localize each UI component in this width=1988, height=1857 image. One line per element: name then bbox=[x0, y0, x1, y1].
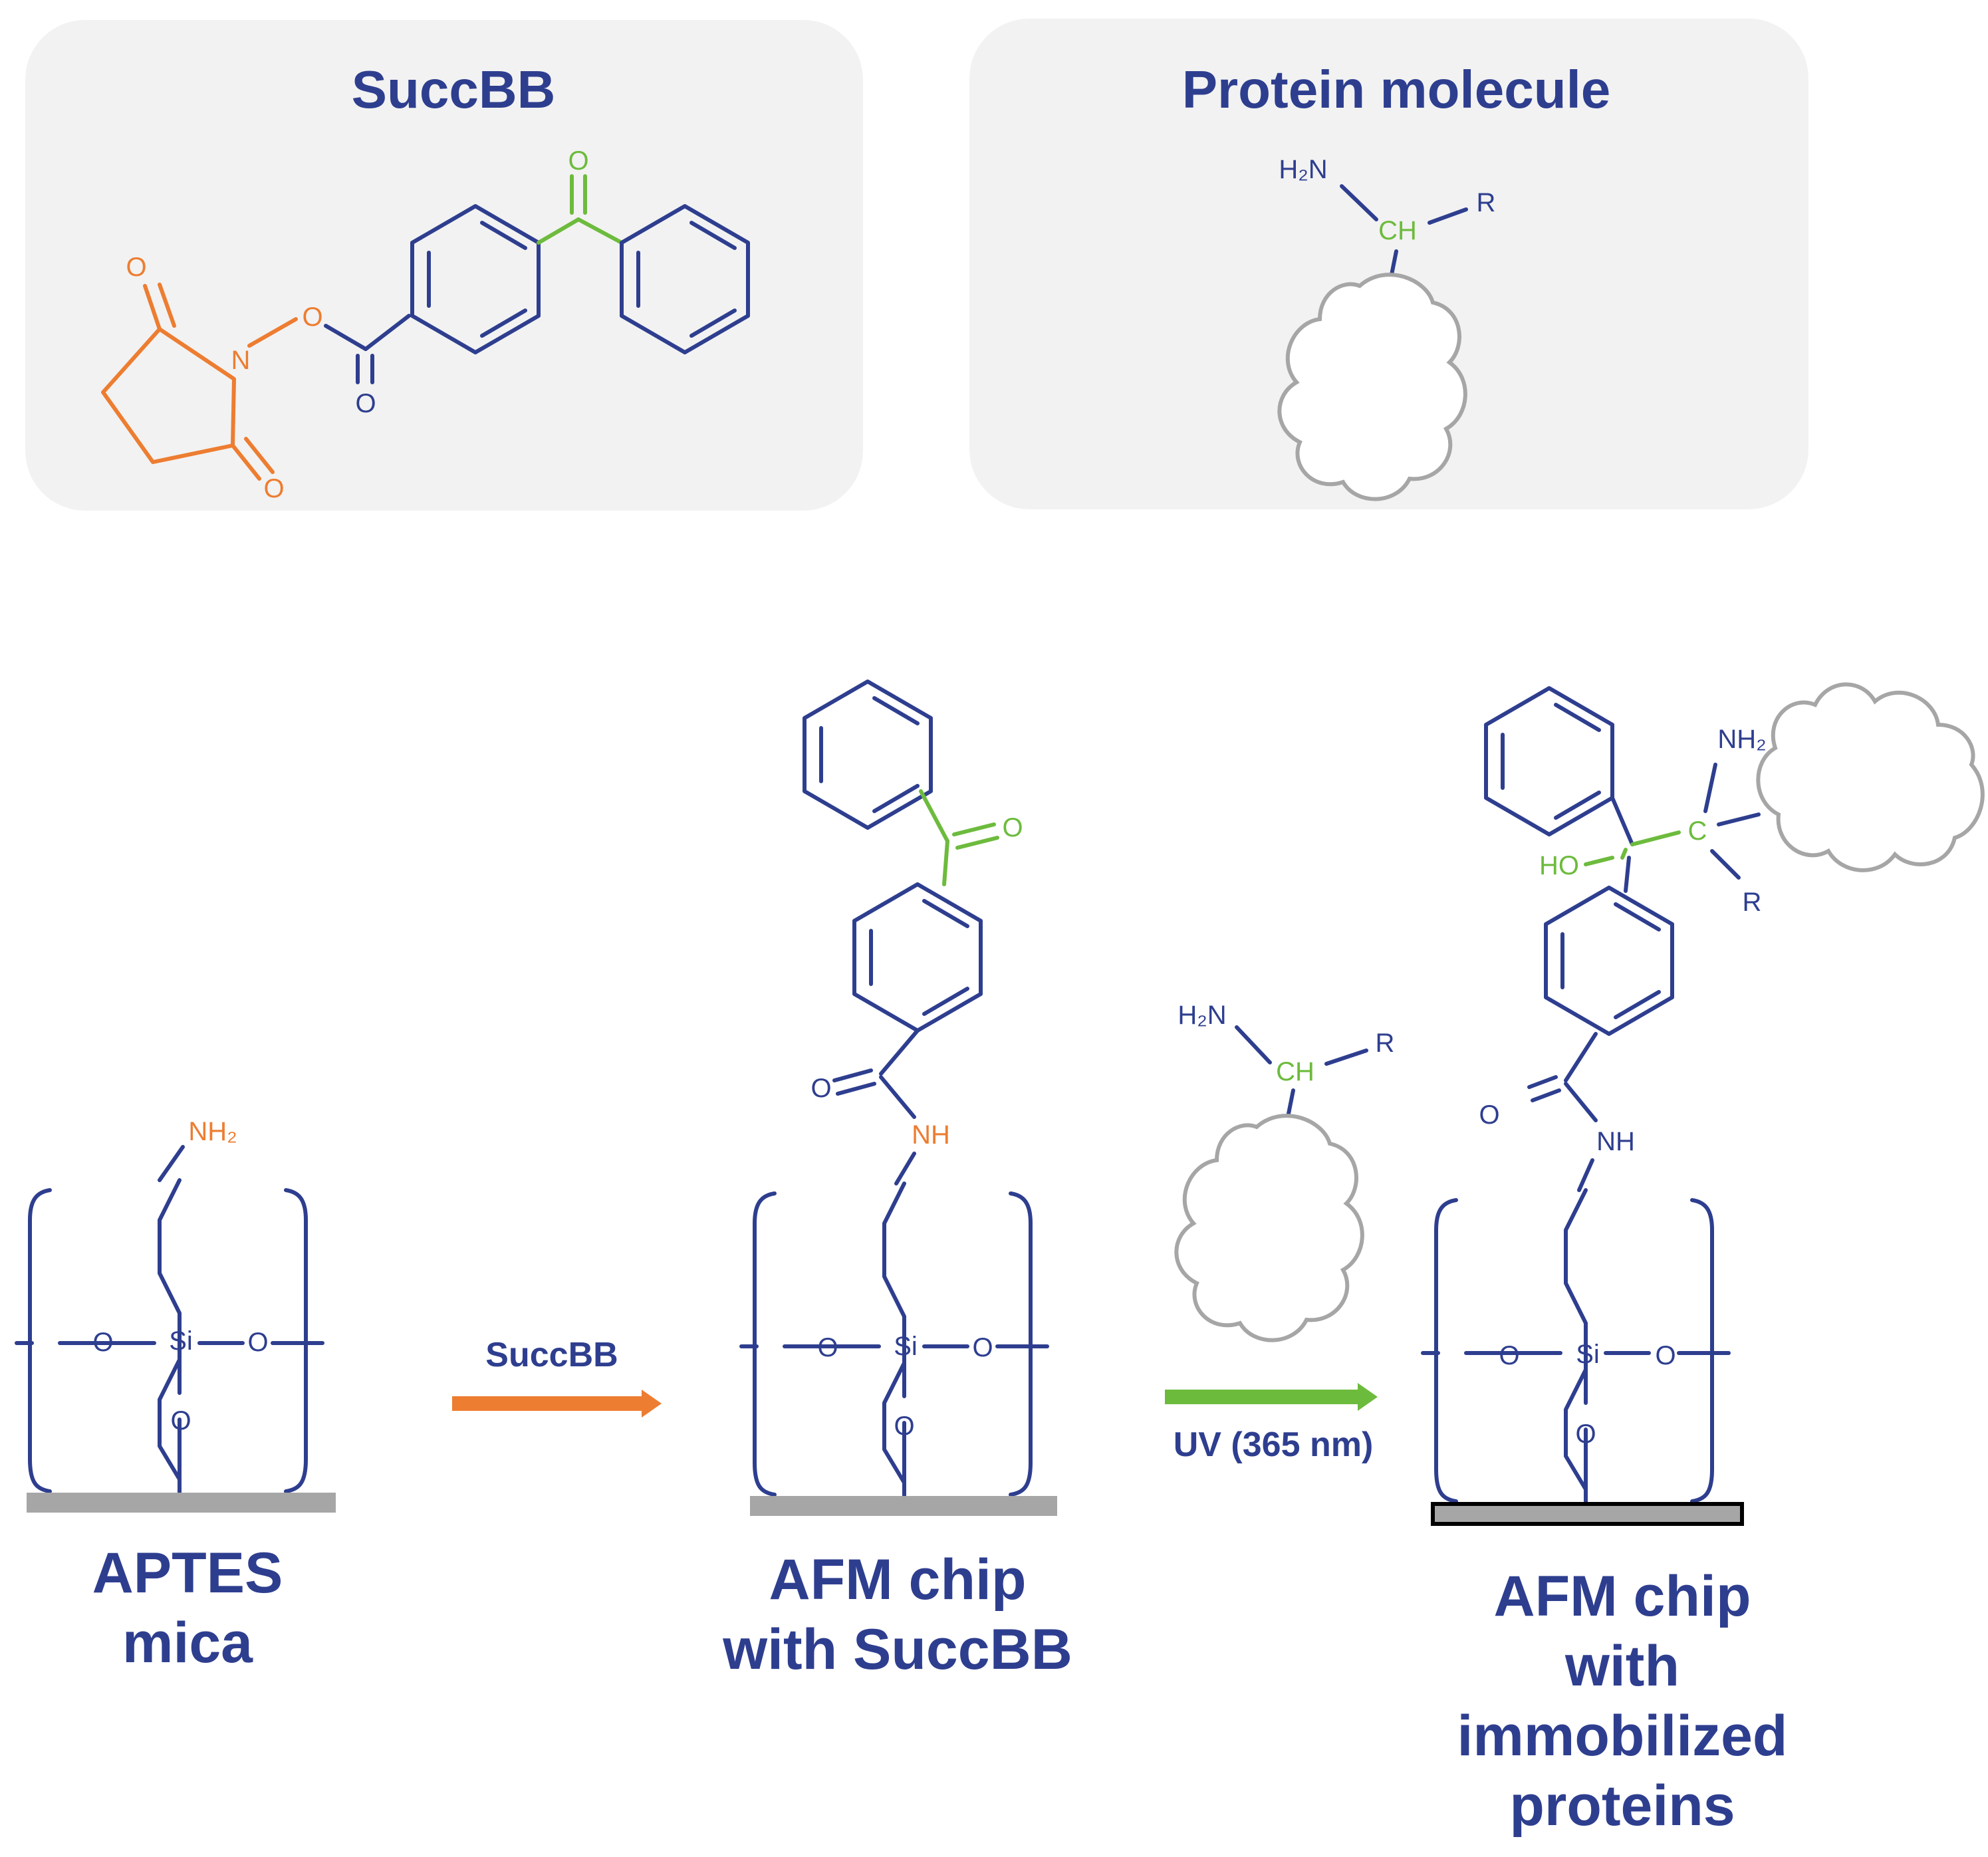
atom-o: O bbox=[894, 1412, 914, 1441]
mica-substrate bbox=[27, 1493, 336, 1513]
atom-o: O bbox=[1002, 813, 1023, 842]
aptes-mica-structure: NH₂ O Si O O bbox=[17, 1117, 336, 1513]
atom-h2n: H₂N bbox=[1279, 155, 1327, 184]
atom-nh: NH bbox=[1596, 1127, 1635, 1156]
atom-ch: CH bbox=[1276, 1057, 1314, 1086]
arrow2-label: UV (365 nm) bbox=[1174, 1425, 1374, 1464]
atom-r: R bbox=[1477, 188, 1496, 217]
atom-nh: NH bbox=[912, 1120, 950, 1150]
step2-label-line2: with SuccBB bbox=[722, 1618, 1072, 1681]
protein-structure: H₂N CH R bbox=[1279, 155, 1495, 499]
atom-c: C bbox=[1688, 816, 1707, 846]
atom-o: O bbox=[1499, 1341, 1519, 1370]
atom-o: O bbox=[972, 1333, 993, 1362]
atom-n: N bbox=[231, 346, 251, 375]
panel-protein bbox=[969, 19, 1808, 509]
step1-label-line1: APTES bbox=[92, 1541, 283, 1605]
atom-nh2: NH₂ bbox=[1717, 725, 1766, 754]
atom-o: O bbox=[170, 1406, 191, 1435]
arrow1-label: SuccBB bbox=[485, 1336, 618, 1374]
atom-si: Si bbox=[894, 1332, 918, 1361]
atom-ho: HO bbox=[1539, 851, 1579, 880]
atom-o: O bbox=[810, 1074, 831, 1103]
arrow-succbb bbox=[452, 1390, 662, 1418]
chip-substrate bbox=[750, 1496, 1057, 1516]
atom-o: O bbox=[568, 146, 588, 176]
step3-label-line2: with bbox=[1564, 1634, 1679, 1698]
atom-o: O bbox=[247, 1328, 268, 1357]
atom-o: O bbox=[1655, 1341, 1676, 1370]
step2-label-line1: AFM chip bbox=[769, 1548, 1027, 1612]
atom-si: Si bbox=[1576, 1340, 1600, 1369]
atom-o: O bbox=[817, 1333, 838, 1362]
step1-label-line2: mica bbox=[122, 1611, 253, 1675]
atom-o: O bbox=[1479, 1100, 1499, 1130]
panel-protein-title: Protein molecule bbox=[1182, 60, 1611, 119]
atom-o: O bbox=[92, 1328, 113, 1357]
atom-si: Si bbox=[169, 1326, 193, 1356]
chip-substrate bbox=[1431, 1502, 1744, 1526]
atom-r: R bbox=[1376, 1029, 1395, 1058]
atom-h2n: H₂N bbox=[1178, 1001, 1226, 1030]
atom-r: R bbox=[1743, 888, 1762, 917]
atom-nh2: NH₂ bbox=[188, 1117, 237, 1146]
succbb-structure: O N O O O O bbox=[101, 146, 748, 503]
atom-o: O bbox=[126, 253, 146, 282]
protein-reagent: H₂N CH R bbox=[1176, 1001, 1394, 1340]
atom-o: O bbox=[1575, 1420, 1596, 1449]
step3-label-line4: proteins bbox=[1509, 1774, 1735, 1838]
panel-succbb-title: SuccBB bbox=[352, 60, 556, 119]
atom-o: O bbox=[355, 389, 376, 418]
afm-protein-structure: C HO NH₂ R O NH O Si O O bbox=[1423, 684, 1983, 1526]
arrow-uv bbox=[1165, 1383, 1378, 1411]
step3-label-line3: immobilized bbox=[1457, 1704, 1788, 1768]
atom-ch: CH bbox=[1378, 216, 1417, 245]
atom-o: O bbox=[263, 474, 284, 503]
afm-succbb-structure: O O NH O Si O O bbox=[741, 681, 1057, 1516]
step3-label-line1: AFM chip bbox=[1494, 1564, 1751, 1628]
atom-o: O bbox=[302, 303, 322, 332]
